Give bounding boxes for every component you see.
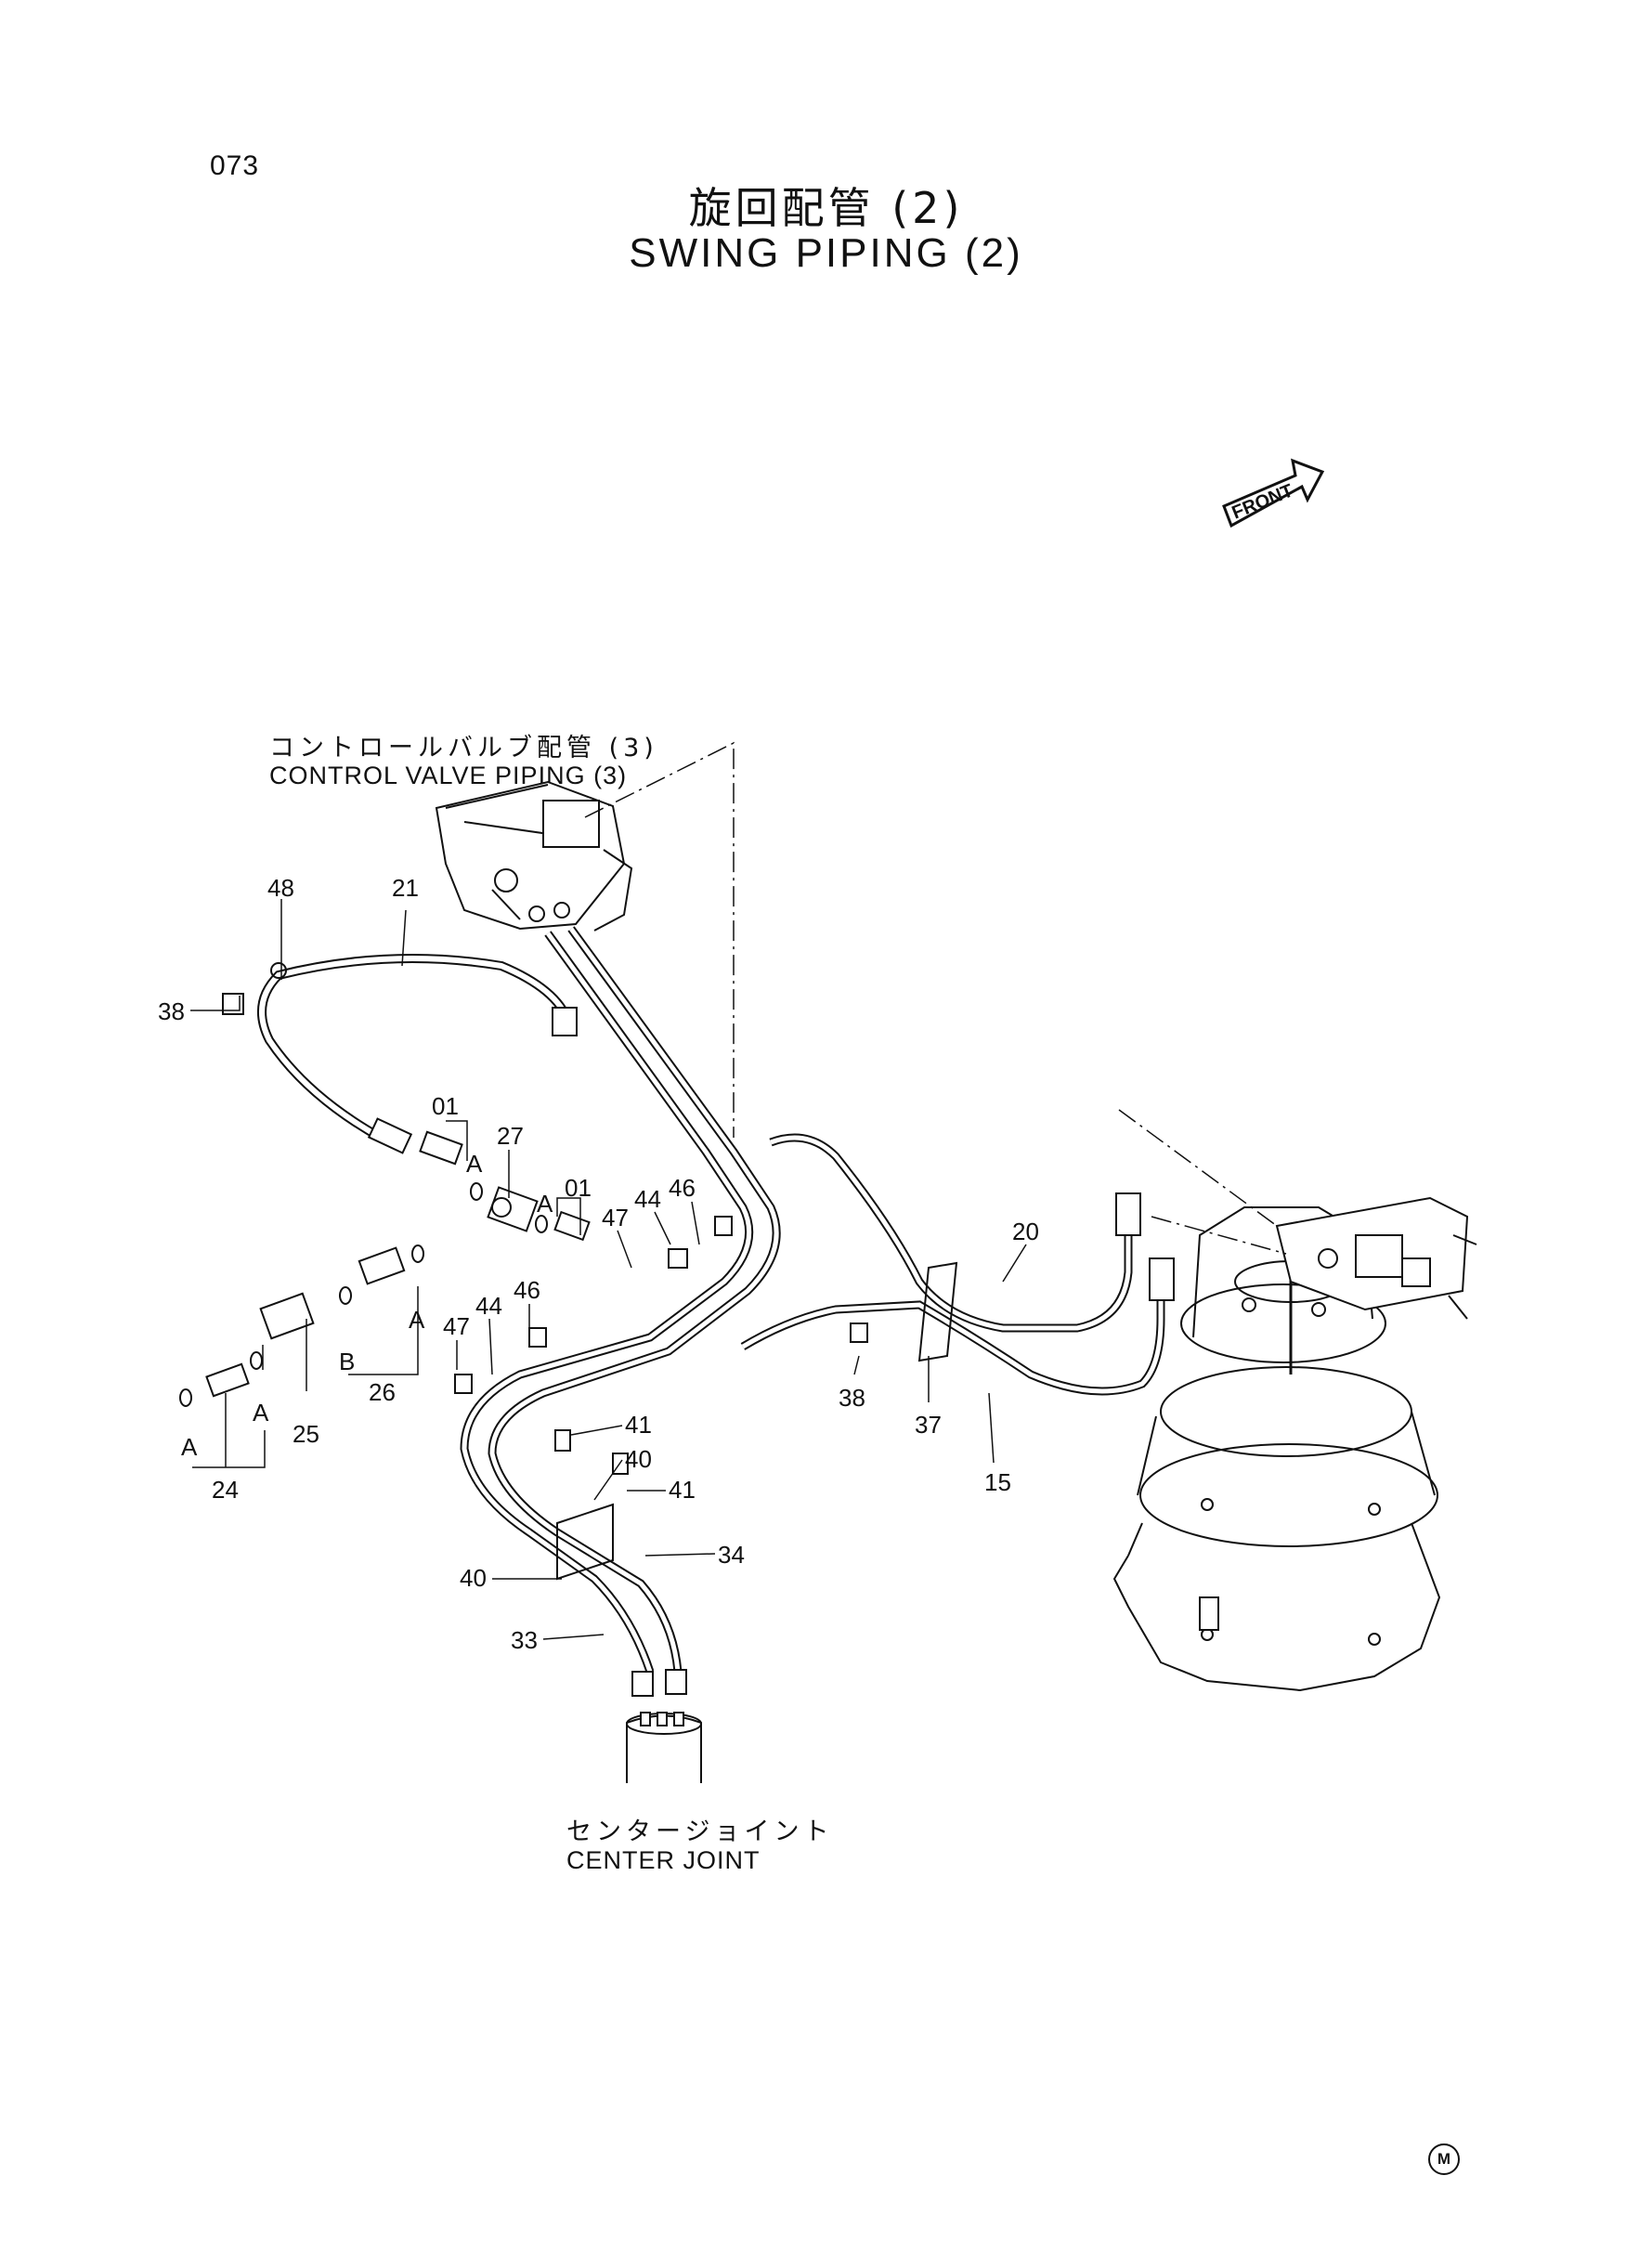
part-number-44: 44 [634,1185,661,1213]
part-number-B: B [339,1348,355,1375]
part-number-A: A [466,1150,483,1178]
part-number-25: 25 [293,1420,319,1448]
control-valve-body [435,780,633,932]
page-number: 073 [210,150,260,181]
center-joint-label-en: CENTER JOINT [566,1846,761,1874]
part-number-15: 15 [984,1468,1011,1496]
part-number-20: 20 [1012,1218,1039,1245]
part-number-33: 33 [511,1626,538,1654]
control-valve-piping-label-jp: コントロールバルブ配管 (3) [269,734,658,762]
part-number-A: A [409,1306,425,1334]
swing-motor-body [1112,1206,1441,1692]
center-joint-body [626,1712,702,1783]
part-number-46: 46 [669,1174,696,1202]
part-number-47: 47 [443,1312,470,1340]
title-japanese: 旋回配管 (2) [688,183,964,233]
part-number-48: 48 [267,874,294,902]
maker-mark: M [1428,2143,1460,2175]
center-joint-label-jp: センタージョイント [566,1818,834,1846]
control-valve-piping-label-en: CONTROL VALVE PIPING (3) [269,762,628,789]
part-number-46: 46 [514,1276,540,1304]
swing-valve-block [1275,1196,1477,1320]
part-number-44: 44 [475,1292,502,1320]
part-number-41: 41 [625,1411,652,1439]
part-number-38: 38 [158,997,185,1025]
part-number-01: 01 [432,1092,459,1120]
part-number-A: A [181,1433,198,1461]
part-number-26: 26 [369,1378,396,1406]
part-number-37: 37 [915,1411,942,1439]
part-number-34: 34 [718,1541,745,1569]
front-arrow-icon: FRONT [1222,458,1325,528]
title-english: SWING PIPING (2) [629,230,1023,276]
part-number-A: A [537,1190,553,1218]
part-number-40: 40 [625,1445,652,1473]
part-number-41: 41 [669,1476,696,1504]
part-number-24: 24 [212,1476,239,1504]
part-number-40: 40 [460,1564,487,1592]
part-number-27: 27 [497,1122,524,1150]
part-number-47: 47 [602,1204,629,1231]
part-number-38: 38 [839,1384,865,1412]
front-label: FRONT [1229,480,1296,523]
part-number-A: A [253,1399,269,1427]
part-number-21: 21 [392,874,419,902]
part-number-01: 01 [565,1174,592,1202]
